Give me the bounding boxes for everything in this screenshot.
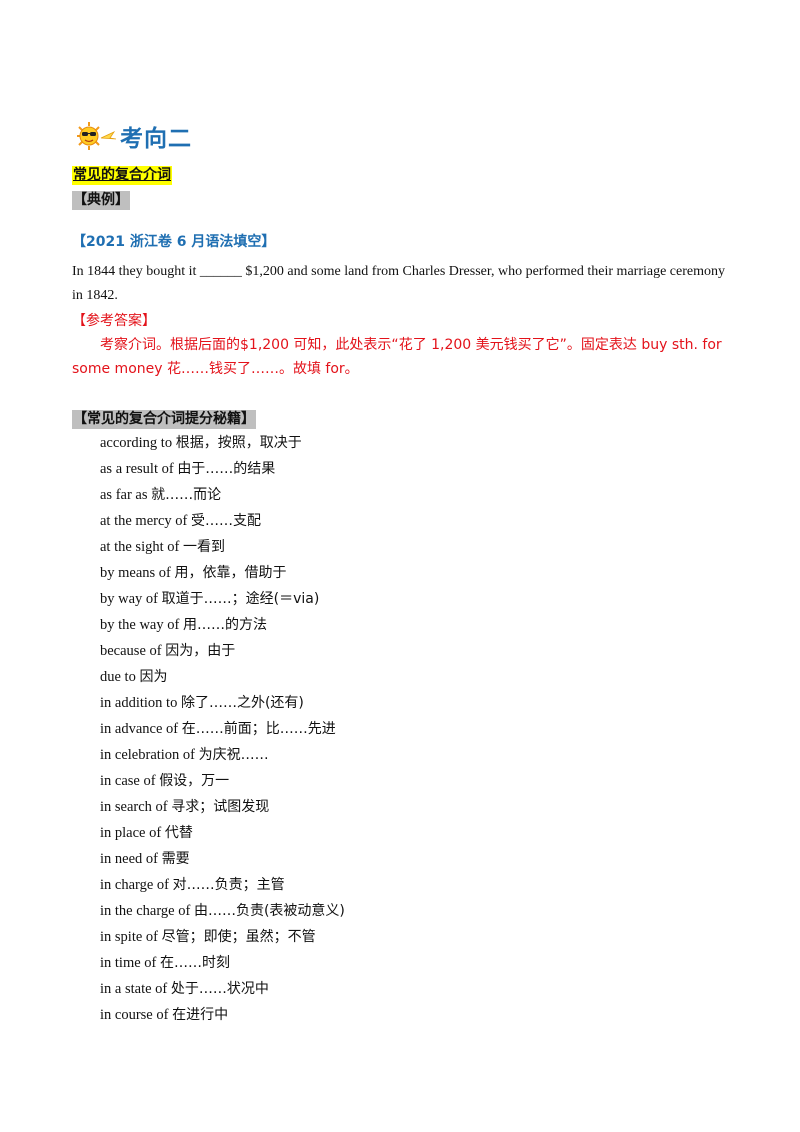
phrase-zh: 在……前面；比……先进 xyxy=(181,721,336,737)
phrase-en: because of xyxy=(100,643,166,659)
phrase-en: in addition to xyxy=(100,695,181,711)
phrase-en: by means of xyxy=(100,565,175,581)
list-item: in spite of 尽管；即使；虽然；不管 xyxy=(100,924,345,950)
phrase-en: in spite of xyxy=(100,929,162,945)
source-label: 【2021 浙江卷 6 月语法填空】 xyxy=(72,234,276,250)
list-item: in place of 代替 xyxy=(100,820,345,846)
phrase-en: due to xyxy=(100,669,140,685)
list-item: due to 因为 xyxy=(100,664,345,690)
phrase-en: in case of xyxy=(100,773,160,789)
section-heading: 考向二 xyxy=(74,118,192,154)
phrase-en: by the way of xyxy=(100,617,183,633)
list-item: because of 因为，由于 xyxy=(100,638,345,664)
phrase-en: at the mercy of xyxy=(100,513,191,529)
list-item: by means of 用，依靠，借助于 xyxy=(100,560,345,586)
list-item: according to 根据，按照，取决于 xyxy=(100,430,345,456)
list-item: at the sight of 一看到 xyxy=(100,534,345,560)
phrase-en: as far as xyxy=(100,487,152,503)
phrase-zh: 寻求；试图发现 xyxy=(171,799,270,815)
phrase-en: according to xyxy=(100,435,176,451)
list-item: in celebration of 为庆祝…… xyxy=(100,742,345,768)
example-label: 【典例】 xyxy=(72,191,130,210)
answer-label: 【参考答案】 xyxy=(72,313,156,329)
phrase-en: in a state of xyxy=(100,981,171,997)
topic-label: 常见的复合介词 xyxy=(72,166,172,185)
phrase-en: by way of xyxy=(100,591,162,607)
question-text: In 1844 they bought it ______ $1,200 and… xyxy=(72,264,725,303)
phrase-zh: 假设，万一 xyxy=(159,773,230,789)
phrase-en: in celebration of xyxy=(100,747,199,763)
phrase-zh: 用……的方法 xyxy=(182,617,267,633)
phrase-zh: 除了……之外(还有) xyxy=(180,695,304,711)
list-item: in charge of 对……负责；主管 xyxy=(100,872,345,898)
phrase-zh: 由……负责(表被动意义) xyxy=(193,903,345,919)
list-item: at the mercy of 受……支配 xyxy=(100,508,345,534)
phrase-en: in the charge of xyxy=(100,903,194,919)
list-item: in time of 在……时刻 xyxy=(100,950,345,976)
phrase-en: in place of xyxy=(100,825,165,841)
phrase-zh: 在进行中 xyxy=(172,1007,229,1023)
phrase-zh: 一看到 xyxy=(182,539,225,555)
phrase-zh: 用，依靠，借助于 xyxy=(174,565,287,581)
list-item: in search of 寻求；试图发现 xyxy=(100,794,345,820)
phrase-en: in charge of xyxy=(100,877,173,893)
list-item: as a result of 由于……的结果 xyxy=(100,456,345,482)
phrase-zh: 受……支配 xyxy=(191,513,261,529)
answer-explanation: 考察介词。根据后面的$1,200 可知，此处表示“花了 1,200 美元钱买了它… xyxy=(72,337,722,377)
phrase-en: as a result of xyxy=(100,461,178,477)
phrase-zh: 因为，由于 xyxy=(165,643,236,659)
phrase-zh: 根据，按照，取决于 xyxy=(175,435,302,451)
sun-with-sunglasses-icon xyxy=(74,121,118,151)
list-item: in advance of 在……前面；比……先进 xyxy=(100,716,345,742)
phrase-en: at the sight of xyxy=(100,539,183,555)
phrase-zh: 尽管；即使；虽然；不管 xyxy=(161,929,316,945)
phrase-zh: 处于……状况中 xyxy=(170,981,269,997)
list-item: in addition to 除了……之外(还有) xyxy=(100,690,345,716)
phrase-zh: 对……负责；主管 xyxy=(172,877,285,893)
list-item: by way of 取道于……；途经(＝via) xyxy=(100,586,345,612)
phrase-zh: 在……时刻 xyxy=(160,955,231,971)
phrase-en: in course of xyxy=(100,1007,173,1023)
phrase-list: according to 根据，按照，取决于 as a result of 由于… xyxy=(100,430,345,1028)
list-item: in the charge of 由……负责(表被动意义) xyxy=(100,898,345,924)
phrase-zh: 因为 xyxy=(139,669,168,685)
section-title: 考向二 xyxy=(120,126,192,152)
phrase-en: in advance of xyxy=(100,721,182,737)
phrase-zh: 代替 xyxy=(164,825,193,841)
phrase-zh: 取道于……；途经(＝via) xyxy=(161,591,320,607)
phrase-zh: 由于……的结果 xyxy=(177,461,276,477)
phrase-zh: 就……而论 xyxy=(151,487,222,503)
list-item: by the way of 用……的方法 xyxy=(100,612,345,638)
phrase-en: in time of xyxy=(100,955,161,971)
phrase-en: in search of xyxy=(100,799,172,815)
list-item: in need of 需要 xyxy=(100,846,345,872)
list-item: in course of 在进行中 xyxy=(100,1002,345,1028)
phrase-list-label: 【常见的复合介词提分秘籍】 xyxy=(72,410,256,429)
phrase-zh: 需要 xyxy=(161,851,190,867)
list-item: in a state of 处于……状况中 xyxy=(100,976,345,1002)
list-item: in case of 假设，万一 xyxy=(100,768,345,794)
phrase-zh: 为庆祝…… xyxy=(198,747,269,763)
list-item: as far as 就……而论 xyxy=(100,482,345,508)
phrase-en: in need of xyxy=(100,851,162,867)
